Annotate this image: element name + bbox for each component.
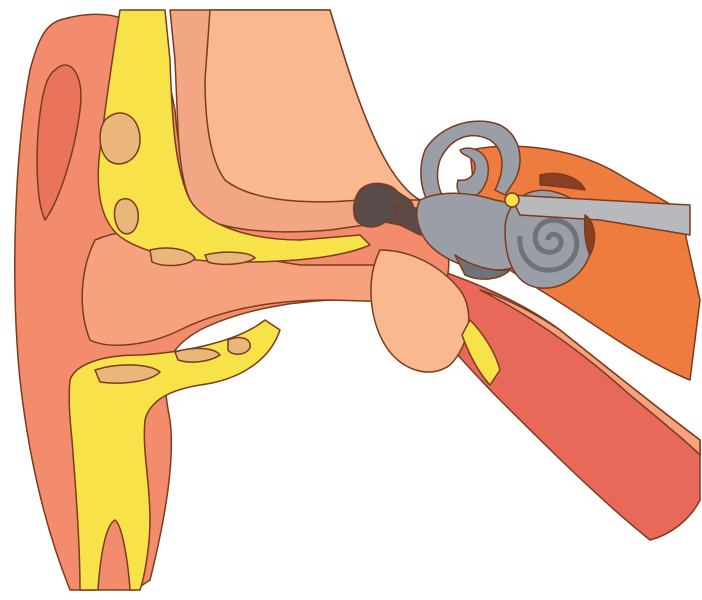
cartilage-lower <box>69 320 280 590</box>
cartilage-upper-spot-1 <box>100 113 140 164</box>
cartilage-upper-spot-2 <box>114 199 138 234</box>
temporal-skin <box>205 10 420 202</box>
middle-ear-floor <box>371 250 469 372</box>
oval-window <box>505 193 519 207</box>
cartilage-lower-spot-3 <box>228 338 250 355</box>
